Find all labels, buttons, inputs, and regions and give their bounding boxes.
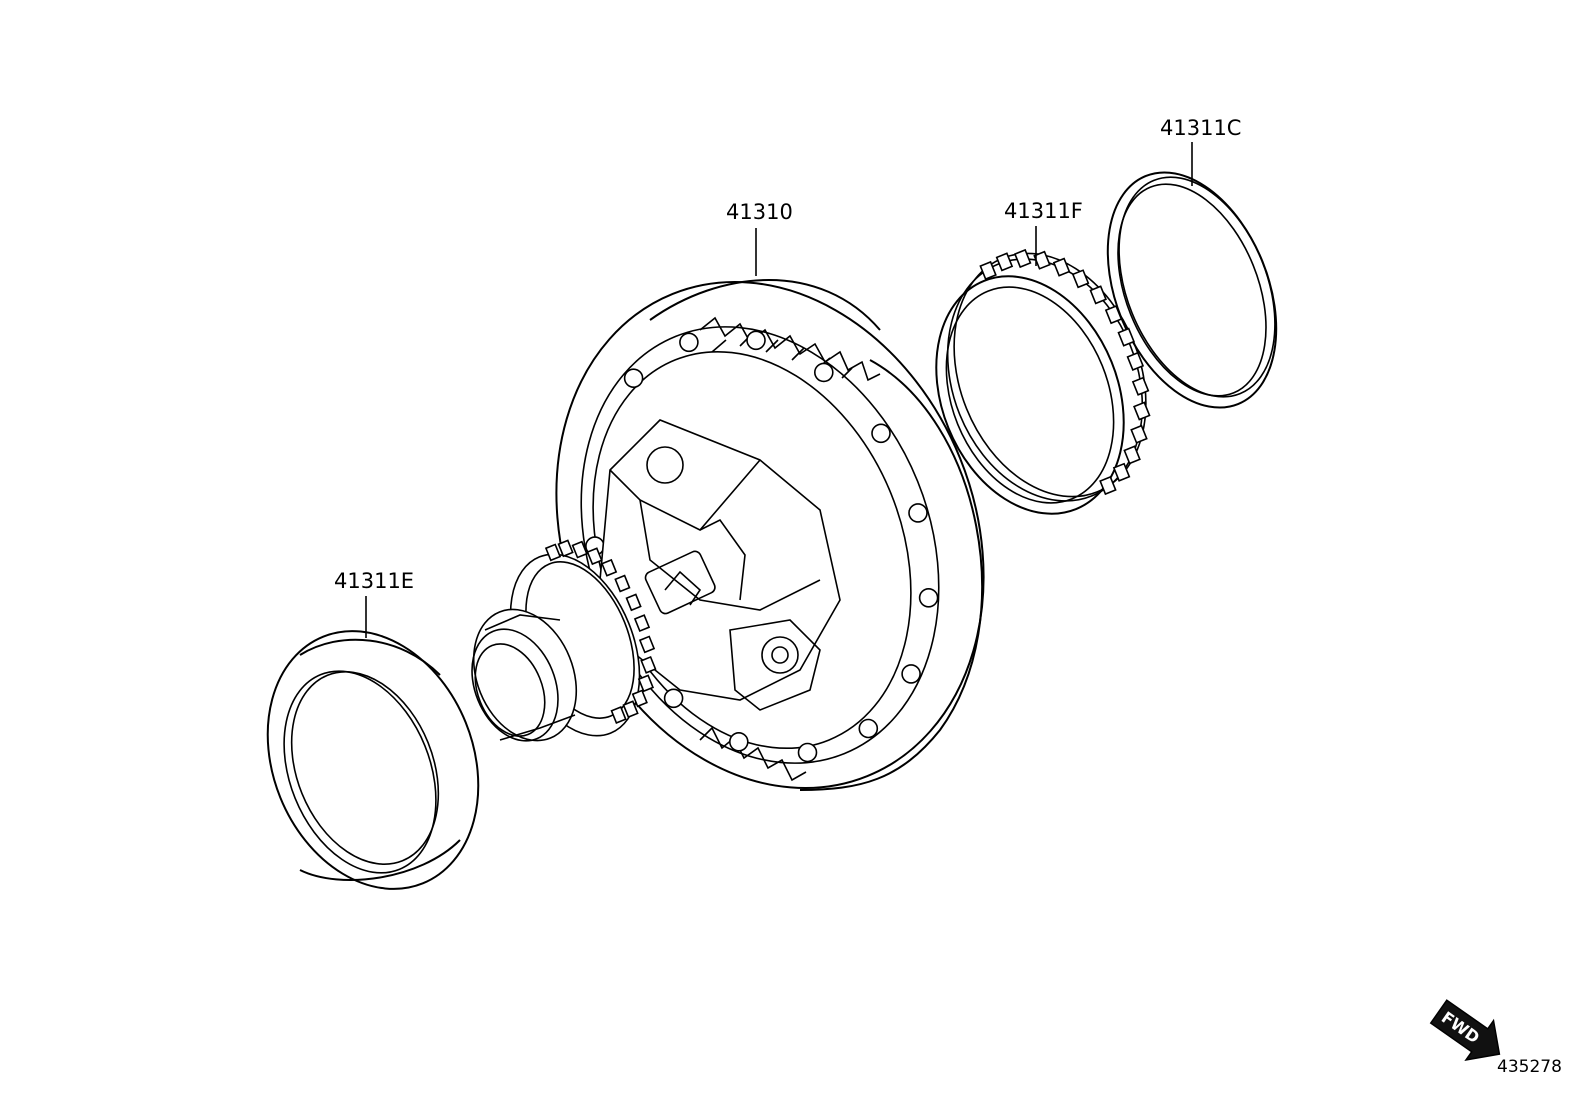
ring-gear-bolt [901,664,921,684]
bearing-roller [1112,462,1131,482]
ring-gear-bolt [797,742,818,763]
ring-gear-bolt [728,731,749,752]
ring-gear-bolt [871,423,891,444]
bearing-roller [1133,401,1151,421]
bearing-roller [1033,250,1051,270]
bearing-roller [1131,376,1150,396]
bearing-roller [979,260,997,281]
diagram-code: 435278 [1497,1057,1562,1077]
ring-gear-bolt [908,503,928,523]
bearing-roller [637,674,655,693]
bearing-roller [614,574,631,593]
bearing-roller [557,539,574,558]
bearing-roller [625,593,642,612]
bearing-roller [544,543,562,562]
ring-gear-bolt [858,718,879,739]
bearing-roller [1089,285,1107,305]
bearing-roller [1117,327,1135,347]
ring-gear-bolt [813,362,834,383]
ring-gear-bolt [679,332,699,353]
fwd-arrow-icon: FWD [1429,999,1501,1062]
bearing-roller [640,655,657,674]
label-41311E: 41311E [334,569,414,593]
bearing-roller [633,614,651,633]
part-41310-differential [471,279,985,791]
bearing-roller [571,540,588,559]
bearing-roller [1071,269,1090,289]
bearing-roller [1126,351,1145,371]
bearing-roller [631,689,648,708]
ring-gear-bolt [918,587,939,608]
bearing-roller [995,252,1014,272]
bearing-roller [638,635,656,654]
bearing-roller [1130,424,1148,444]
bearing-roller [1123,445,1141,465]
bearing-roller [1013,248,1032,269]
bearing-roller [622,700,639,719]
bearing-roller [610,706,627,724]
label-41311F: 41311F [1004,199,1083,223]
ring-gear-bolt [746,330,766,351]
bearing-roller [1104,305,1123,325]
label-41311C: 41311C [1160,116,1241,140]
part-41311E-outer-race [266,630,480,890]
bearing-roller [1052,257,1071,277]
bearing-roller [586,547,603,566]
bearing-roller [600,558,618,577]
bearing-roller [1099,475,1117,496]
label-41310: 41310 [726,200,793,224]
ring-gear-bolt [663,688,684,709]
ring-gear-bolt [623,368,644,389]
part-41311F-bearing [935,248,1151,515]
